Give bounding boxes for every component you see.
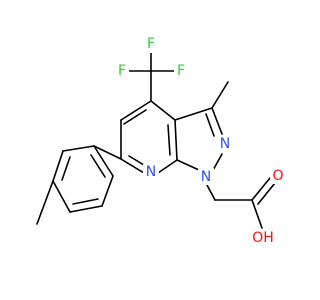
fluorine-atom-left: F [115, 63, 129, 80]
atom-label-n-pyrazole-1: N [201, 169, 211, 185]
bond-c4-c5-inner [123, 109, 147, 125]
fluorine-atom-right: F [174, 63, 188, 80]
bond-c4-c5 [120, 100, 152, 121]
bond-aryl-1 [62, 145, 95, 152]
bond-aryl-4-inner [72, 198, 99, 205]
oxygen-atom-carbonyl: O [270, 167, 286, 184]
hydroxyl-group: OH [250, 229, 277, 246]
chemical-structure-diagram: F F F N N N O OH [36, 36, 286, 246]
bond-aryl-6 [93, 145, 114, 177]
nitrogen-atom-pyrazole-1: N [198, 168, 214, 185]
bond-aryl-6-inner [90, 154, 106, 178]
bond-c7a-c3a-inner [167, 124, 171, 156]
bond-aryl-4 [69, 205, 103, 213]
bond-layer [36, 45, 276, 229]
bond-c-oh [251, 199, 263, 229]
bond-c4-c3a [150, 100, 176, 121]
bond-c3a-c3 [174, 107, 213, 121]
atom-label-f-top: F [147, 36, 155, 52]
nitrogen-atom-pyrazole-2: N [217, 135, 233, 152]
bond-tolyl-methyl [36, 180, 54, 225]
atom-label-n-pyridine: N [146, 164, 156, 180]
bond-aryl-2 [52, 150, 64, 182]
nitrogen-atom-pyridine: N [143, 164, 159, 181]
bond-c3-n2 [211, 107, 223, 135]
bond-aryl-3 [52, 180, 71, 213]
bond-c6-n7-inner [128, 155, 145, 166]
bond-c-o-double-b [257, 182, 276, 205]
bond-c3-methyl [211, 81, 229, 109]
bond-n1-c7a [176, 159, 200, 171]
bond-c3-n2-inner [205, 113, 215, 137]
fluorine-atom-top: F [144, 36, 158, 53]
atom-label-f-right: F [177, 63, 185, 79]
bond-c7a-c3a [174, 119, 178, 161]
bond-aryl-5 [101, 175, 114, 207]
atom-label-oh: OH [252, 230, 274, 246]
bond-n7-c7a [157, 159, 178, 174]
bond-c6-aryl [93, 145, 122, 160]
atom-label-layer: F F F N N N O OH [115, 36, 286, 246]
atom-label-n-pyrazole-2: N [220, 136, 230, 152]
atom-label-o-carbonyl: O [272, 168, 283, 184]
bond-n1-ch2 [206, 184, 216, 201]
bond-aryl-2-inner [61, 156, 71, 181]
atom-label-f-left: F [118, 63, 126, 79]
bond-c-o-double-a [251, 177, 271, 201]
bond-c6-n7 [120, 158, 145, 174]
